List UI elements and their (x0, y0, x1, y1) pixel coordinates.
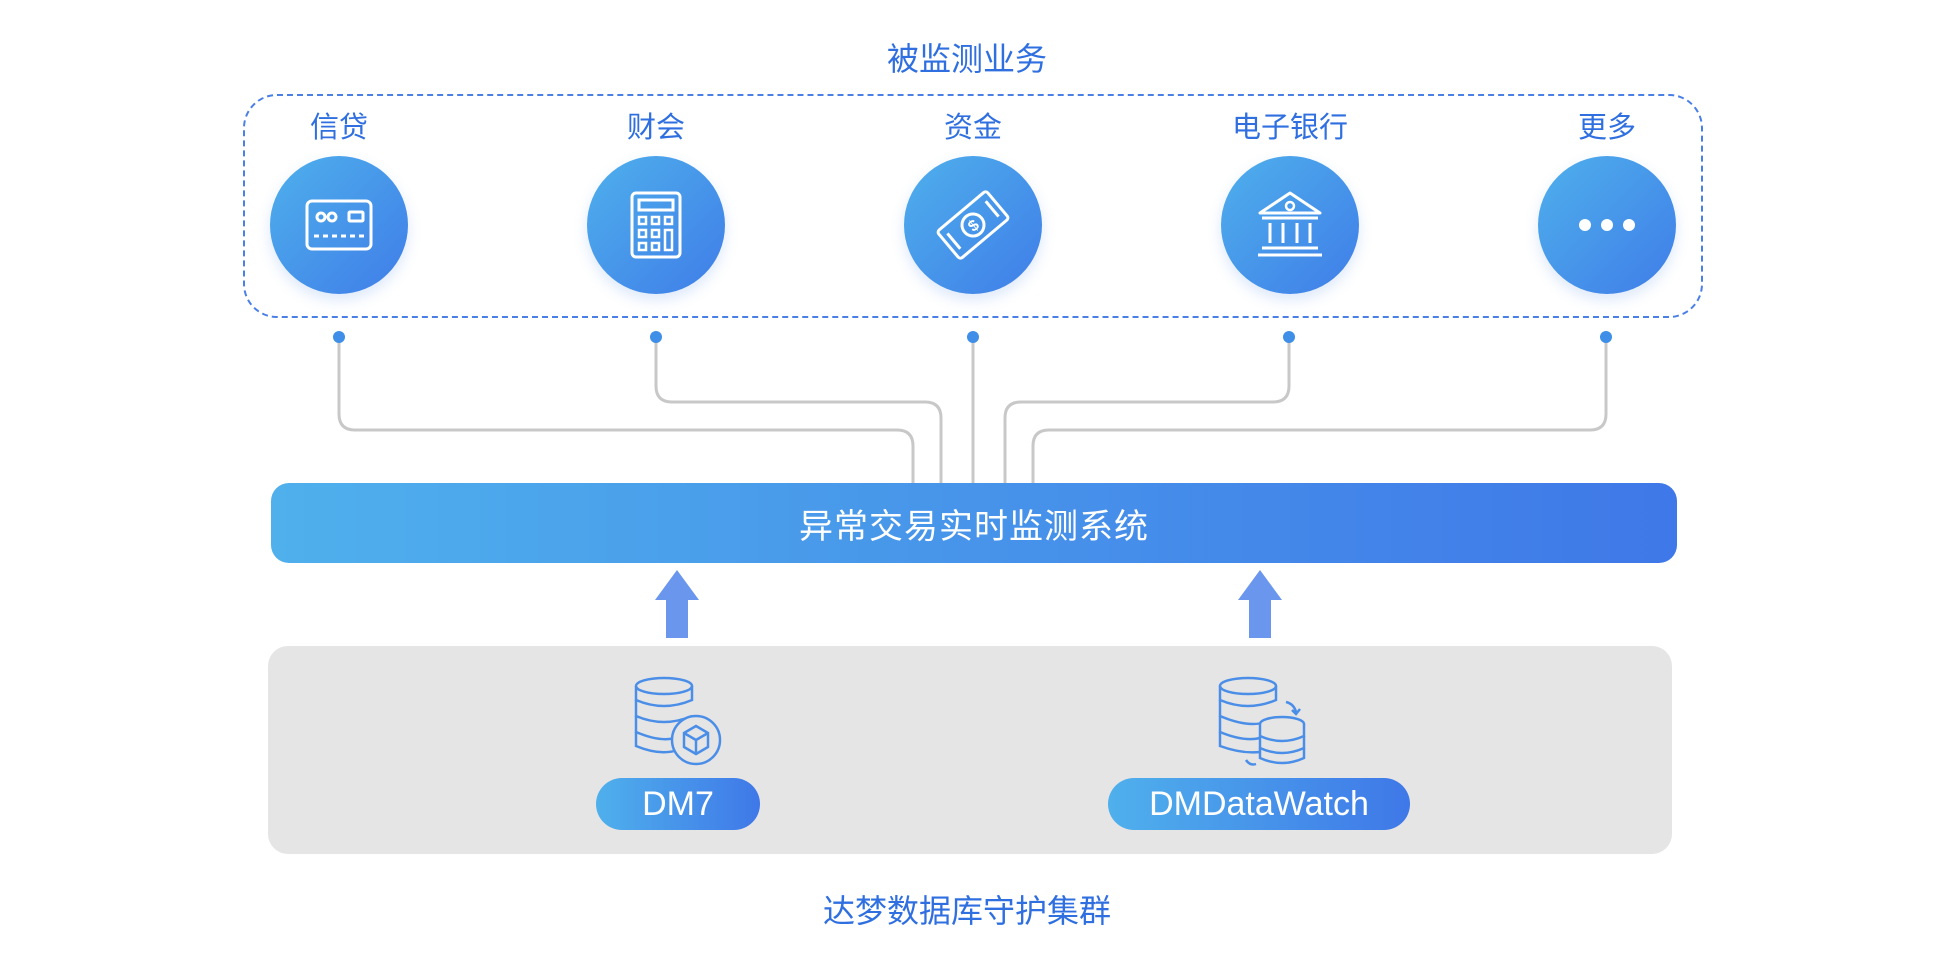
dm7-label-pill[interactable]: DM7 (596, 778, 760, 830)
business-circle (1538, 156, 1676, 294)
business-item-more[interactable]: 更多 (1507, 110, 1707, 294)
business-item-funds[interactable]: 资金 $ (873, 110, 1073, 294)
business-label: 资金 (943, 110, 1002, 144)
up-arrow-icon (1238, 570, 1282, 638)
business-circle (1221, 156, 1359, 294)
calculator-icon (630, 191, 682, 259)
connector-dot (333, 331, 345, 343)
up-arrow-icon (655, 570, 699, 638)
monitoring-system-bar[interactable]: 异常交易实时监测系统 (271, 483, 1677, 563)
business-label: 电子银行 (1231, 110, 1348, 144)
connector-dot (967, 331, 979, 343)
monitoring-system-label: 异常交易实时监测系统 (799, 506, 1149, 547)
connector-dot (1600, 331, 1612, 343)
business-item-accounting[interactable]: 财会 (556, 110, 756, 294)
business-label: 信贷 (309, 110, 368, 144)
business-item-ebank[interactable]: 电子银行 (1190, 110, 1390, 294)
database-cube-icon (634, 676, 722, 766)
bank-icon (1258, 191, 1322, 257)
business-item-credit[interactable]: 信贷 (239, 110, 439, 294)
database-cluster-panel (268, 646, 1672, 854)
database-sync-icon (1218, 676, 1306, 766)
business-circle (587, 156, 725, 294)
business-circle (270, 156, 408, 294)
business-label: 财会 (626, 110, 685, 144)
business-circle: $ (904, 156, 1042, 294)
more-dots-icon (1579, 219, 1635, 231)
money-bill-icon: $ (936, 190, 1010, 260)
dmdatawatch-label: DMDataWatch (1149, 784, 1369, 823)
connector-dot (650, 331, 662, 343)
monitored-business-group (243, 94, 1703, 318)
dm7-label: DM7 (642, 784, 714, 823)
database-cluster-title: 达梦数据库守护集群 (822, 892, 1111, 930)
business-label: 更多 (1577, 110, 1636, 144)
dmdatawatch-label-pill[interactable]: DMDataWatch (1108, 778, 1410, 830)
credit-card-icon (305, 199, 373, 251)
monitored-business-title: 被监测业务 (886, 40, 1047, 78)
connector-dot (1283, 331, 1295, 343)
